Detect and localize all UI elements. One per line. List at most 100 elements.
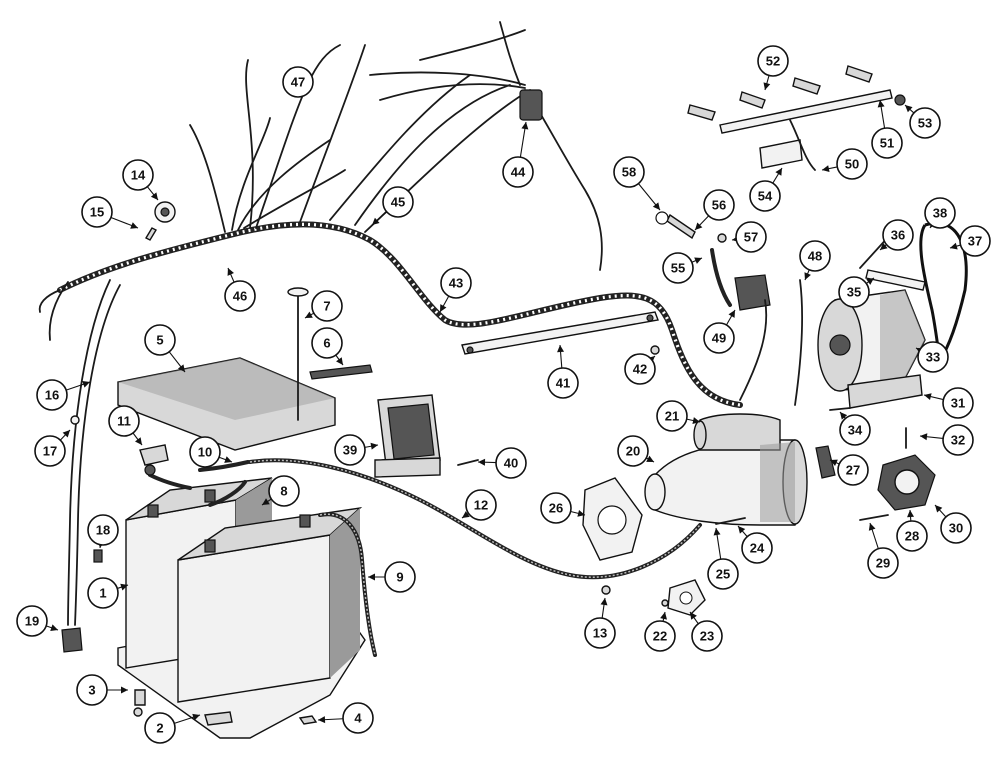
- callout-37: 37: [949, 225, 991, 257]
- harness-support-bar: [461, 311, 659, 355]
- callout-number: 7: [323, 299, 330, 314]
- callout-circle: [882, 219, 914, 251]
- callout-number: 43: [449, 276, 463, 291]
- callout-circle: [871, 127, 903, 159]
- callout-35: 35: [838, 276, 875, 308]
- arrowhead: [150, 192, 158, 200]
- callout-33: 33: [915, 341, 949, 373]
- callout-number: 2: [156, 721, 163, 736]
- callout-circle: [311, 290, 343, 322]
- arrowhead: [478, 458, 486, 466]
- callout-circle: [942, 424, 974, 456]
- callout-16: 16: [36, 379, 91, 411]
- callout-19: 19: [16, 605, 59, 637]
- callout-58: 58: [613, 156, 661, 211]
- callout-number: 12: [474, 498, 488, 513]
- callout-57: 57: [731, 221, 767, 253]
- arrowhead: [646, 455, 654, 462]
- arrowhead: [50, 624, 58, 632]
- callout-29: 29: [867, 522, 899, 579]
- callout-circle: [122, 159, 154, 191]
- callout-circle: [959, 225, 991, 257]
- callout-number: 9: [396, 570, 403, 585]
- callout-circle: [799, 240, 831, 272]
- callout-40: 40: [477, 447, 527, 479]
- callout-circle: [613, 156, 645, 188]
- callout-number: 8: [280, 484, 287, 499]
- arrowhead: [305, 311, 313, 318]
- arrowhead: [728, 310, 735, 318]
- callout-circle: [624, 353, 656, 385]
- arrowhead: [840, 412, 848, 420]
- arrowhead: [830, 459, 838, 467]
- main-battery-cable: [248, 458, 702, 580]
- callout-circle: [703, 322, 735, 354]
- callout-number: 16: [45, 388, 59, 403]
- arrowhead: [866, 278, 874, 285]
- callout-circle: [224, 280, 256, 312]
- callout-31: 31: [923, 387, 974, 419]
- bracket-grommet: [894, 94, 906, 106]
- callout-15: 15: [81, 196, 139, 229]
- callout-circle: [838, 276, 870, 308]
- callout-circle: [867, 547, 899, 579]
- callout-number: 1: [99, 586, 106, 601]
- callout-number: 58: [622, 165, 636, 180]
- callout-circle: [495, 447, 527, 479]
- callout-circle: [741, 532, 773, 564]
- arrowhead: [950, 242, 958, 250]
- callout-50: 50: [821, 148, 868, 180]
- callout-number: 44: [511, 165, 526, 180]
- callout-number: 50: [845, 157, 859, 172]
- callout-number: 22: [653, 629, 667, 644]
- voltage-regulator: [374, 394, 441, 478]
- arrowhead: [318, 716, 326, 724]
- callout-number: 37: [968, 234, 982, 249]
- callout-44: 44: [502, 121, 534, 188]
- callout-number: 3: [88, 683, 95, 698]
- callout-21: 21: [656, 400, 701, 432]
- callout-18: 18: [87, 514, 119, 549]
- arrowhead: [557, 345, 565, 353]
- arrowhead: [177, 364, 185, 372]
- ignition-switch: [145, 201, 176, 241]
- callout-number: 20: [626, 444, 640, 459]
- callout-10: 10: [189, 436, 233, 468]
- callout-circle: [342, 702, 374, 734]
- callout-number: 39: [343, 443, 357, 458]
- ground-strap: [710, 248, 732, 307]
- callout-number: 57: [744, 230, 758, 245]
- callout-circle: [384, 561, 416, 593]
- battery-cables: [148, 460, 377, 657]
- generator-mounting-bracket: [847, 374, 923, 409]
- generator: [817, 289, 926, 392]
- callout-circle: [836, 148, 868, 180]
- callout-circle: [34, 435, 66, 467]
- callout-number: 56: [712, 198, 726, 213]
- callout-32: 32: [919, 424, 974, 456]
- arrowhead: [763, 82, 771, 90]
- arrowhead: [660, 612, 667, 620]
- callout-number: 28: [905, 529, 919, 544]
- arrowhead: [227, 268, 234, 276]
- callout-number: 18: [96, 523, 110, 538]
- callout-13: 13: [584, 597, 616, 649]
- callout-circle: [76, 674, 108, 706]
- callout-34: 34: [839, 411, 871, 446]
- callout-23: 23: [689, 611, 723, 652]
- mounting-bolts: [829, 407, 907, 521]
- arrowhead: [192, 713, 200, 721]
- relay-wires: [739, 279, 803, 406]
- arrowhead: [868, 523, 876, 531]
- callout-circle: [282, 66, 314, 98]
- arrowhead: [440, 304, 447, 312]
- battery-terminal-clamp: [139, 444, 169, 476]
- arrowhead: [121, 686, 128, 694]
- arrowhead: [775, 168, 782, 176]
- callout-11: 11: [108, 405, 143, 446]
- starter-gasket: [582, 477, 643, 561]
- callout-8: 8: [261, 475, 300, 507]
- callout-number: 38: [933, 206, 947, 221]
- callout-25: 25: [707, 527, 739, 590]
- callout-circle: [942, 387, 974, 419]
